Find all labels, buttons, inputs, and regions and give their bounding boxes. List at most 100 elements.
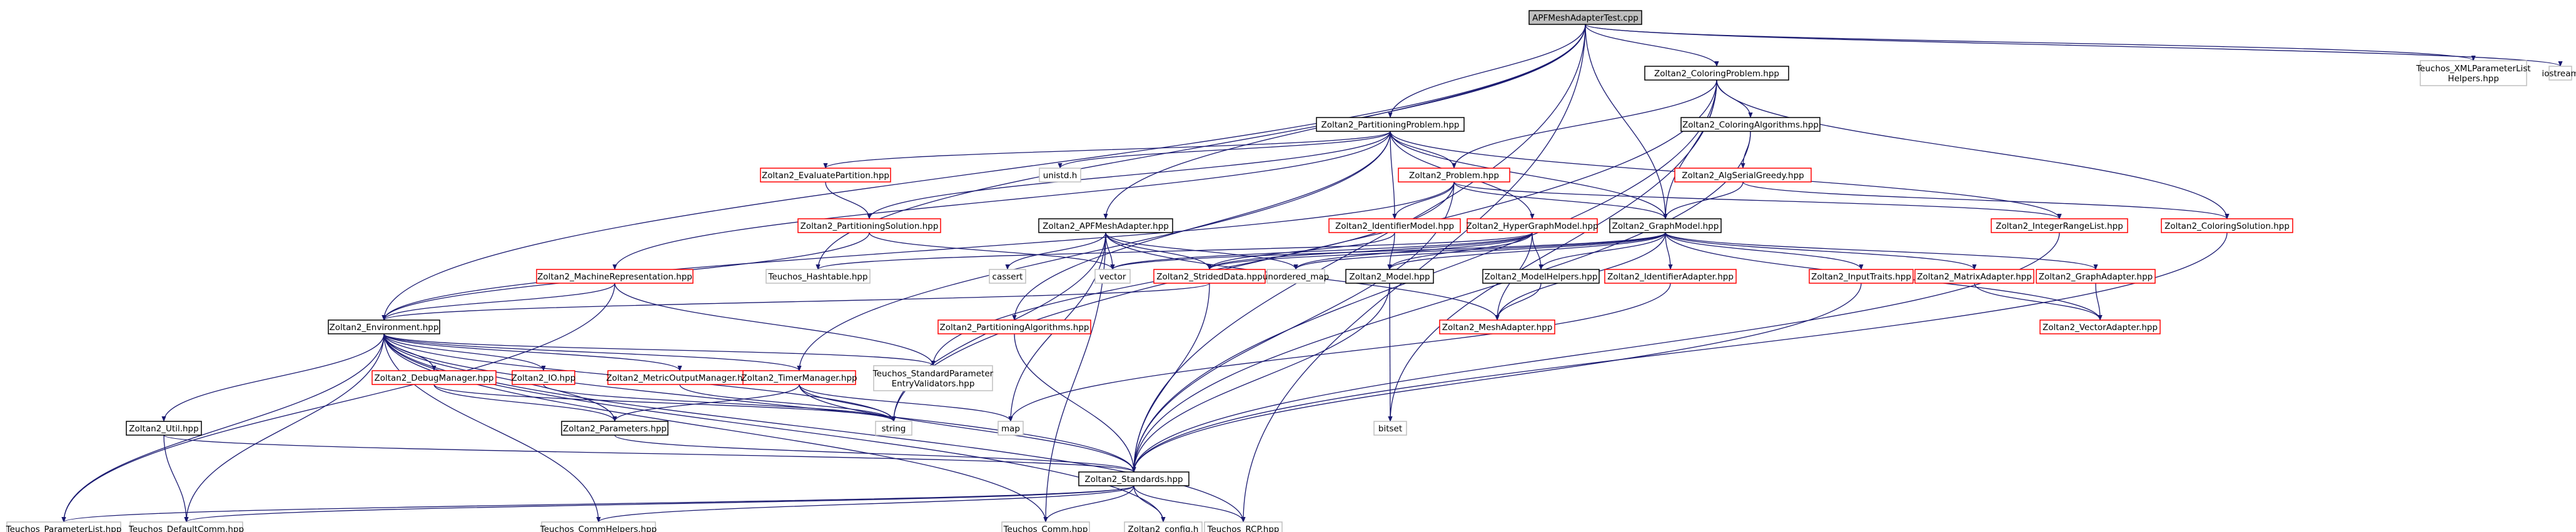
node-standards[interactable]: Zoltan2_Standards.hpp (1078, 471, 1190, 486)
node-parameters[interactable]: Zoltan2_Parameters.hpp (561, 421, 669, 436)
edge-graph-model-to-graph-adapter (1665, 232, 2098, 270)
node-label: Zoltan2_EvaluatePartition.hpp (762, 171, 889, 181)
edge-graph-model-to-model-helpers (1538, 232, 1666, 270)
node-box (512, 370, 575, 385)
edge-partitioning-problem-to-machine-rep (612, 131, 1391, 270)
node-identifier-adapter[interactable]: Zoltan2_IdentifierAdapter.hpp (1604, 269, 1737, 284)
node-strided-data[interactable]: Zoltan2_StridedData.hpp (1153, 269, 1266, 284)
edge-hyper-graph-model-to-vector (1110, 232, 1533, 270)
edge-environment-to-zoltan2-config (383, 333, 1166, 523)
node-cassert: cassert (989, 269, 1026, 284)
node-box (797, 218, 941, 233)
edge-machine-rep-to-teuchos-param-list (61, 283, 615, 523)
node-label: Zoltan2_ColoringSolution.hpp (2164, 221, 2290, 231)
edge-partitioning-problem-to-partitioning-solution (867, 131, 1391, 219)
node-partitioning-problem[interactable]: Zoltan2_PartitioningProblem.hpp (1316, 117, 1465, 132)
node-io[interactable]: Zoltan2_IO.hpp (512, 370, 576, 385)
node-environment[interactable]: Zoltan2_Environment.hpp (328, 319, 440, 334)
edge-graph-model-to-unordered-map (1293, 232, 1666, 270)
node-box (1398, 168, 1510, 183)
edge-evaluate-partition-to-partitioning-solution (825, 181, 872, 219)
edge-root-to-coloring-problem (1585, 24, 1719, 67)
node-label: Teuchos_Comm.hpp (1003, 524, 1088, 532)
node-label: vector (1099, 272, 1126, 282)
node-machine-rep[interactable]: Zoltan2_MachineRepresentation.hpp (536, 269, 694, 284)
node-graph-model[interactable]: Zoltan2_GraphModel.hpp (1609, 218, 1722, 233)
node-label: Zoltan2_MatrixAdapter.hpp (1917, 272, 2032, 282)
node-box (1094, 269, 1131, 284)
node-box (1609, 218, 1722, 233)
edge-matrix-adapter-to-vector-adapter (1974, 283, 2103, 321)
edge-standards-to-teuchos-param-list (61, 485, 1134, 523)
node-label: Zoltan2_PartitioningProblem.hpp (1321, 120, 1459, 130)
node-string: string (875, 421, 912, 436)
node-apf-mesh-adapter[interactable]: Zoltan2_APFMeshAdapter.hpp (1038, 218, 1173, 233)
edge-metric-output-to-string (679, 384, 896, 422)
edge-coloring-algorithms-to-alg-serial-greedy (1740, 131, 1751, 169)
edge-root-to-partitioning-problem (1388, 24, 1586, 118)
node-label: Zoltan2_IdentifierModel.hpp (1335, 221, 1454, 231)
edge-graph-model-to-strided-data (1207, 232, 1666, 270)
node-box (1674, 168, 1812, 183)
edge-util-to-standards (163, 434, 1136, 473)
node-model-helpers[interactable]: Zoltan2_ModelHelpers.hpp (1482, 269, 1600, 284)
node-label: Teuchos_XMLParameterList (2415, 64, 2530, 74)
node-coloring-problem[interactable]: Zoltan2_ColoringProblem.hpp (1644, 66, 1789, 81)
node-label: Zoltan2_AlgSerialGreedy.hpp (1682, 171, 1804, 181)
edge-input-traits-to-standards (1131, 283, 1862, 473)
edge-integer-range-list-to-standards (1131, 232, 2060, 473)
node-timer-manager[interactable]: Zoltan2_TimerManager.hpp (741, 370, 857, 385)
edge-coloring-problem-to-problem (1452, 79, 1717, 169)
node-metric-output[interactable]: Zoltan2_MetricOutputManager.hpp (606, 370, 754, 385)
node-coloring-algorithms[interactable]: Zoltan2_ColoringAlgorithms.hpp (1680, 117, 1821, 132)
edge-standards-to-teuchos-comm (1043, 485, 1134, 523)
node-matrix-adapter[interactable]: Zoltan2_MatrixAdapter.hpp (1914, 269, 2034, 284)
edge-model-helpers-to-mesh-adapter (1495, 283, 1542, 321)
node-label: APFMeshAdapterTest.cpp (1532, 13, 1639, 23)
node-box (1345, 269, 1434, 284)
node-box (536, 269, 694, 284)
edge-root-to-graph-model (1585, 24, 1668, 219)
edge-identifier-model-to-strided-data (1207, 232, 1395, 270)
node-vector-adapter[interactable]: Zoltan2_VectorAdapter.hpp (2039, 319, 2161, 334)
edge-alg-serial-greedy-to-graph-model (1663, 181, 1744, 219)
node-hyper-graph-model[interactable]: Zoltan2_HyperGraphModel.hpp (1466, 218, 1599, 233)
node-label: Teuchos_Hashtable.hpp (767, 272, 867, 282)
edge-graph-adapter-to-vector-adapter (2095, 283, 2103, 321)
edge-timer-manager-to-parameters (612, 384, 800, 422)
node-mesh-adapter[interactable]: Zoltan2_MeshAdapter.hpp (1439, 319, 1555, 334)
node-problem[interactable]: Zoltan2_Problem.hpp (1398, 168, 1510, 183)
node-partitioning-solution[interactable]: Zoltan2_PartitioningSolution.hpp (797, 218, 941, 233)
node-label: unistd.h (1043, 171, 1078, 181)
node-util[interactable]: Zoltan2_Util.hpp (126, 421, 202, 436)
node-label: Zoltan2_DebugManager.hpp (374, 373, 493, 383)
node-label: string (882, 424, 906, 434)
node-graph-adapter[interactable]: Zoltan2_GraphAdapter.hpp (2036, 269, 2156, 284)
node-label: Zoltan2_InputTraits.hpp (1811, 272, 1911, 282)
edge-environment-to-util (161, 333, 385, 422)
node-box (2036, 269, 2156, 284)
node-unordered-map: unordered_map (1263, 269, 1329, 284)
node-label: Zoltan2_config.h (1128, 524, 1199, 532)
node-label: Zoltan2_ColoringAlgorithms.hpp (1682, 120, 1819, 130)
edge-strided-data-to-environment (381, 283, 1210, 321)
edge-timer-manager-to-standards (799, 384, 1136, 473)
node-root[interactable]: APFMeshAdapterTest.cpp (1528, 10, 1642, 25)
node-integer-range-list[interactable]: Zoltan2_IntegerRangeList.hpp (1991, 218, 2128, 233)
node-partitioning-algorithms[interactable]: Zoltan2_PartitioningAlgorithms.hpp (937, 319, 1091, 334)
edge-model-to-standards (1131, 283, 1390, 473)
node-box (1467, 218, 1598, 233)
node-box (1528, 10, 1642, 25)
node-box (126, 421, 202, 436)
node-debug-manager[interactable]: Zoltan2_DebugManager.hpp (371, 370, 497, 385)
node-coloring-solution[interactable]: Zoltan2_ColoringSolution.hpp (2161, 218, 2293, 233)
node-model[interactable]: Zoltan2_Model.hpp (1345, 269, 1434, 284)
node-input-traits[interactable]: Zoltan2_InputTraits.hpp (1809, 269, 1914, 284)
node-alg-serial-greedy[interactable]: Zoltan2_AlgSerialGreedy.hpp (1674, 168, 1812, 183)
node-box (541, 521, 656, 532)
edge-standards-to-teuchos-default-comm (184, 485, 1134, 523)
edge-coloring-solution-to-standards (1131, 232, 2228, 473)
node-evaluate-partition[interactable]: Zoltan2_EvaluatePartition.hpp (760, 168, 891, 183)
node-identifier-model[interactable]: Zoltan2_IdentifierModel.hpp (1328, 218, 1461, 233)
